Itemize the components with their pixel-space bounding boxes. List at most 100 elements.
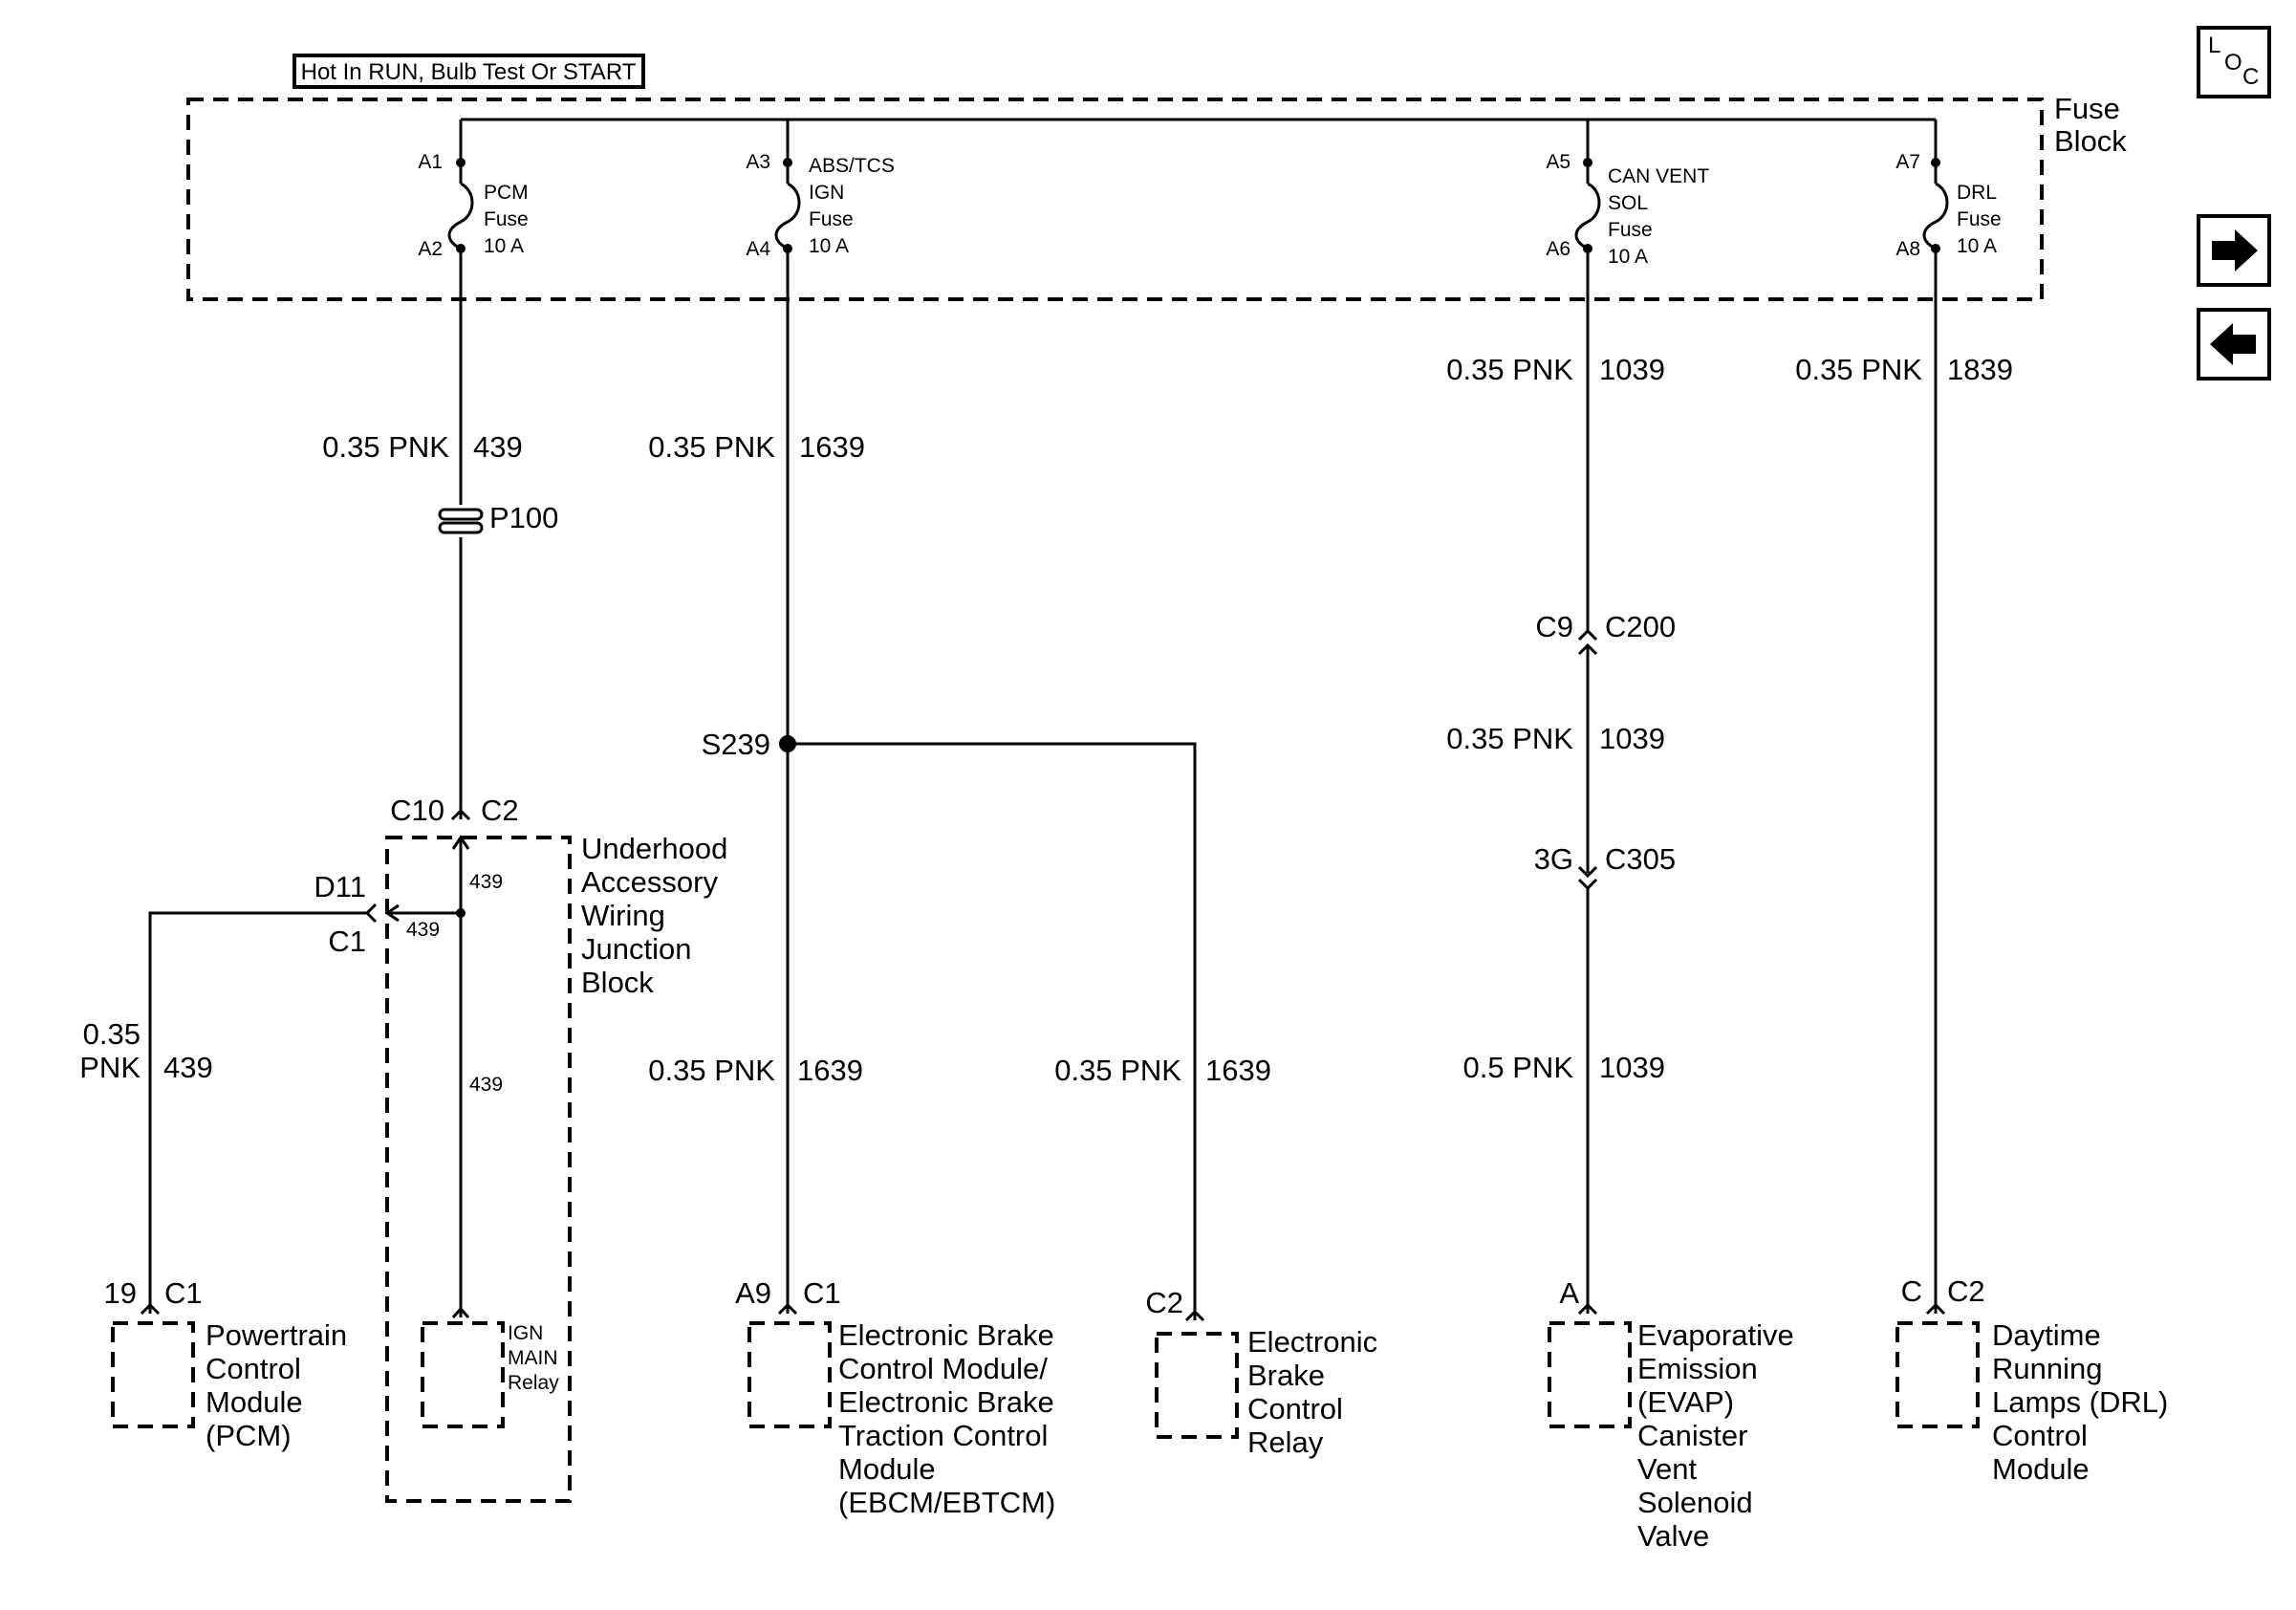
drl-label-2: Running [1992,1352,2102,1385]
wire-1639-spec: 0.35 PNK [648,430,775,464]
pcm-label-4: (PCM) [206,1419,292,1452]
wire-1639-ebcm-spec: 0.35 PNK [648,1054,775,1087]
ujb-internal-arrow [451,835,470,850]
evap-label-3: (EVAP) [1637,1385,1734,1419]
next-page-button[interactable] [2197,214,2271,287]
wire-1639-relay-spec: 0.35 PNK [1054,1054,1181,1087]
fuse-drl-type: Fuse [1957,208,2002,230]
c10-label: C10 [390,794,444,827]
fuse-drl-rating: 10 A [1957,235,1997,257]
ebcr-label-3: Control [1247,1392,1343,1425]
ebcm-label-6: (EBCM/EBTCM) [838,1486,1055,1519]
ebcr-connector [1184,1309,1205,1322]
pcm-module [111,1321,195,1428]
fuse-pcm-pin-top: A1 [418,151,443,173]
wire-1039-bottom-spec: 0.5 PNK [1463,1051,1574,1084]
fuse-pcm-rating: 10 A [484,235,524,257]
fuse-can-rating: 10 A [1608,246,1648,268]
drl-pin: C [1901,1274,1922,1308]
ebcr-label-1: Electronic [1247,1325,1377,1359]
location-button[interactable]: L O C [2197,26,2271,98]
junction-block-label-2: Accessory [581,865,718,899]
pcm-label-1: Powertrain [206,1318,347,1352]
pcm-connector [140,1302,161,1316]
drl-conn: C2 [1947,1274,1985,1308]
fuse-pcm-pin-bottom: A2 [418,238,443,260]
location-icon-l: L [2208,33,2220,58]
fuse-block-label: Fuse [2054,92,2120,125]
wire-1039-mid-number: 1039 [1599,722,1665,755]
ebcr-label-4: Relay [1247,1425,1324,1459]
wire-1839-spec: 0.35 PNK [1795,353,1922,386]
evap-label-4: Canister [1637,1419,1747,1452]
fuse-block-label-2: Block [2054,124,2127,158]
arrow-left-icon [2210,323,2256,365]
fuse-can-vent-sol: A5 A6 CAN VENT SOL Fuse 10 A [1546,120,1709,268]
location-icon-o: O [2224,50,2242,76]
fuse-abs-pin-bottom: A4 [746,238,770,260]
wire-439-pcm-spec-1: 0.35 [83,1017,141,1051]
wire-439-number: 439 [473,430,523,464]
arrow-right-icon [2212,229,2258,272]
wire-1839-number: 1839 [1947,353,2013,386]
c10-connector [450,808,471,821]
ebcm-label-2: Control Module/ [838,1352,1048,1385]
wire-1639-relay-number: 1639 [1205,1054,1271,1087]
wire-1039-top-spec: 0.35 PNK [1446,353,1573,386]
evap-label-5: Vent [1637,1452,1697,1486]
c1-ujb-label: C1 [328,925,366,958]
fuse-can-name-2: SOL [1608,192,1648,214]
evap-connector [1577,1302,1598,1316]
wire-1639-branch [788,742,1197,1320]
c9-label: C9 [1535,610,1573,643]
ebcm-connector [777,1302,798,1316]
drl-module [1895,1321,1980,1428]
ebcm-pin: A9 [735,1276,771,1310]
fuse-abs-name-2: IGN [809,182,844,204]
evap-label-2: Emission [1637,1352,1758,1385]
c305-label: C305 [1605,842,1676,876]
pcm-pin: 19 [104,1276,137,1310]
junction-block-label-3: Wiring [581,899,665,932]
previous-page-button[interactable] [2197,308,2271,381]
evap-label-7: Valve [1637,1519,1709,1553]
fuse-can-name: CAN VENT [1608,165,1709,187]
ebcm-conn: C1 [803,1276,841,1310]
junction-block-label-1: Underhood [581,832,727,865]
drl-label-5: Module [1992,1452,2090,1486]
ujb-439-b: 439 [406,919,440,941]
ign-relay-label-1: IGN [508,1322,543,1344]
ebcm-label-3: Electronic Brake [838,1385,1054,1419]
pcm-label-2: Control [206,1352,301,1385]
ujb-branch-arrow [384,903,400,923]
fuse-block-outline [186,98,2044,301]
wire-1039-top-number: 1039 [1599,353,1665,386]
power-condition-label: Hot In RUN, Bulb Test Or START [301,59,637,85]
ebcr-label-2: Brake [1247,1359,1325,1392]
fuse-pcm: A1 A2 PCM Fuse 10 A [418,120,529,260]
ebcm-label-4: Traction Control [838,1419,1048,1452]
p100-grommet [438,508,484,534]
evap-label-6: Solenoid [1637,1486,1753,1519]
location-icon-c: C [2242,64,2259,90]
pcm-label-3: Module [206,1385,303,1419]
evap-label-1: Evaporative [1637,1318,1794,1352]
g3-label: 3G [1534,842,1573,876]
evap-pin: A [1559,1276,1579,1310]
ebcm-module [747,1321,832,1428]
ebcm-label-5: Module [838,1452,936,1486]
fuse-abs-tcs-ign: A3 A4 ABS/TCS IGN Fuse 10 A [746,120,895,260]
fuse-abs-pin-top: A3 [746,151,770,173]
fuse-abs-name: ABS/TCS [809,155,895,177]
ign-relay-label-3: Relay [508,1372,559,1394]
s239-label: S239 [702,728,770,761]
drl-label-1: Daytime [1992,1318,2101,1352]
wire-1639-number: 1639 [799,430,865,464]
drl-label-3: Lamps (DRL) [1992,1385,2168,1419]
wire-439-pcm [148,911,367,1314]
ign-relay-connector [451,1306,470,1318]
wire-1039-bottom-number: 1039 [1599,1051,1665,1084]
d11-label: D11 [314,870,366,903]
power-condition-box [292,54,645,89]
